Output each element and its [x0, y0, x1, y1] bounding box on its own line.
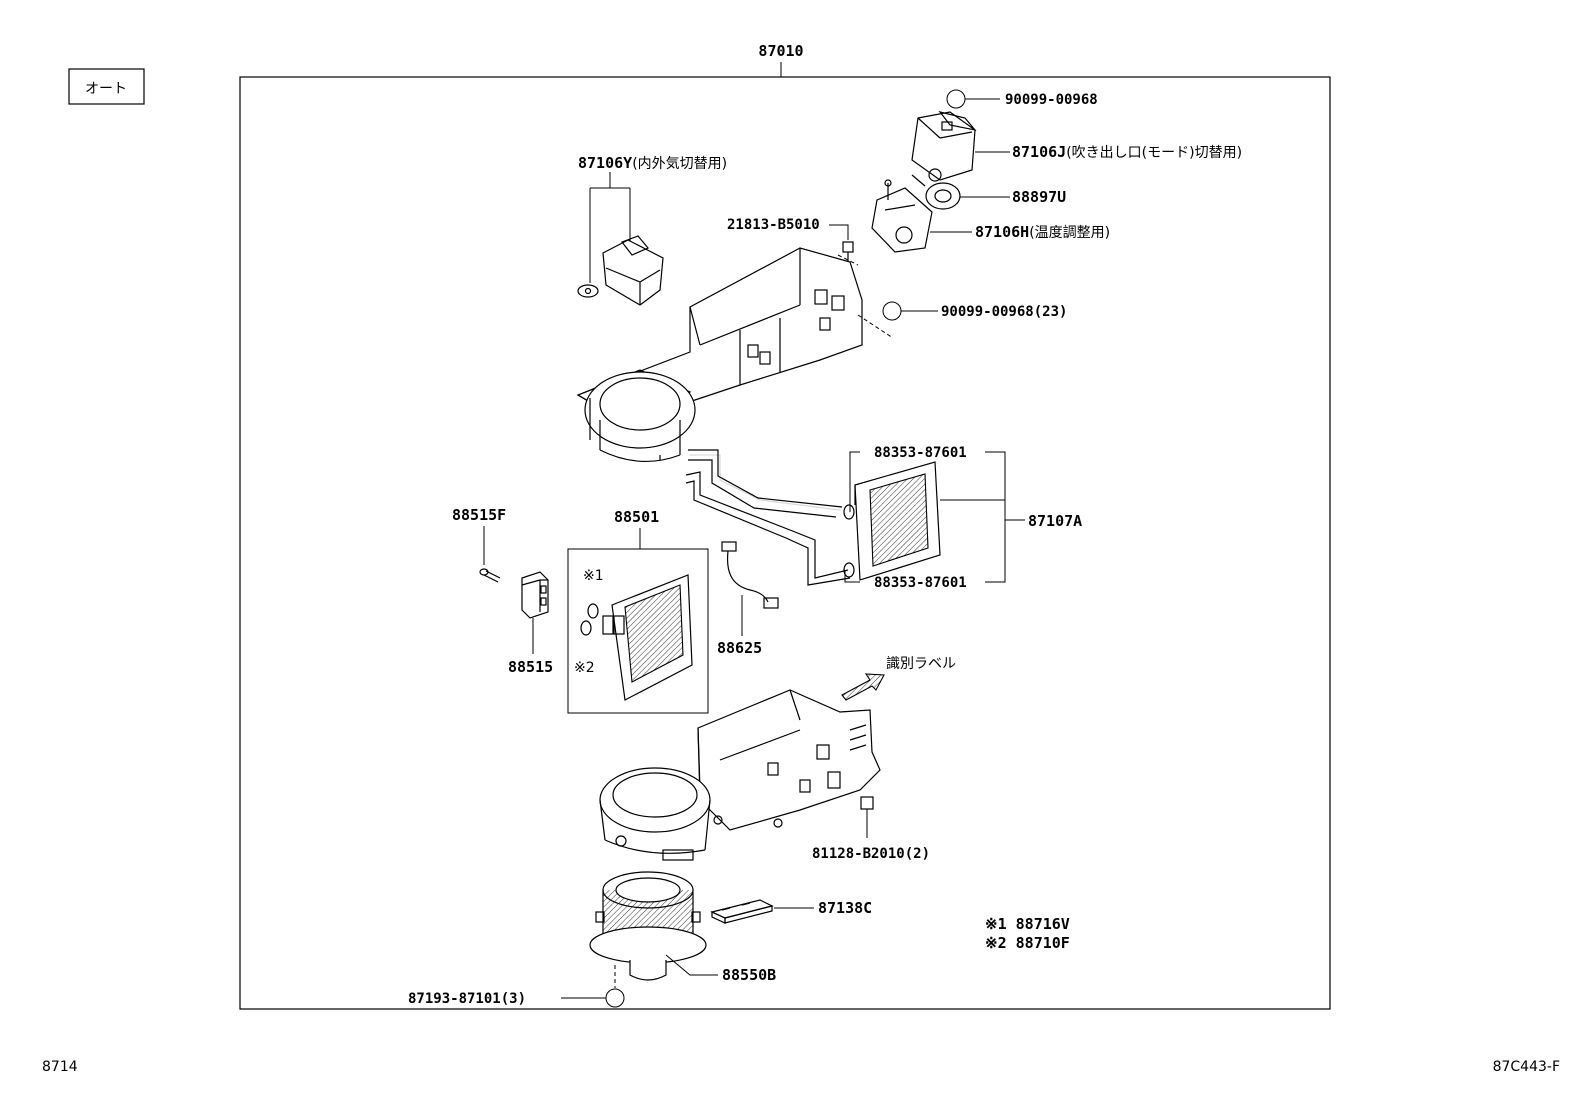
note-mark-1: ※1 [583, 568, 604, 584]
label-87107a: 87107A [1028, 512, 1082, 530]
resistor-87138c-illustration [710, 899, 774, 924]
footer-figure-id: 87C443-F [1493, 1059, 1560, 1075]
label-87193: 87193-87101(3) [408, 991, 526, 1007]
label-88353-bot: 88353-87601 [874, 575, 967, 591]
label-87106h: 87106H(温度調整用) [975, 223, 1110, 241]
o-ring-1 [587, 603, 599, 619]
auto-badge: オート [68, 68, 145, 105]
label-21813: 21813-B5010 [727, 217, 820, 233]
label-id-label: 識別ラベル [886, 656, 956, 672]
valve-88515-illustration [521, 571, 549, 619]
clip-21813-illustration [842, 241, 854, 262]
clip-81128-illustration [860, 796, 874, 810]
evaporator-frame [567, 548, 709, 714]
label-88353-top: 88353-87601 [874, 445, 967, 461]
legend-note-2: ※2 88710F [985, 934, 1070, 952]
s-screw-90099-mid: 90099-00968(23) [882, 301, 1067, 321]
label-88625: 88625 [717, 639, 762, 657]
bracket-87106y [589, 172, 631, 283]
label-88897u: 88897U [1012, 188, 1066, 206]
lower-case-illustration [599, 689, 881, 861]
footer-page-code: 8714 [42, 1059, 78, 1075]
bolt-88515f-illustration [479, 568, 501, 583]
s-screw-90099-top: 90099-00968 [946, 89, 1098, 109]
label-90099-top: 90099-00968 [1005, 92, 1098, 108]
note-mark-2: ※2 [574, 660, 595, 676]
label-87106y: 87106Y(内外気切替用) [578, 154, 727, 172]
label-88515f: 88515F [452, 506, 506, 524]
label-81128: 81128-B2010(2) [812, 846, 930, 862]
evaporator-88501-illustration [602, 574, 693, 701]
sensor-88625-illustration [721, 541, 779, 609]
label-88550b: 88550B [722, 966, 776, 984]
upper-case-illustration [576, 247, 863, 462]
heater-pipes-illustration [685, 449, 855, 586]
blower-motor-88550b-illustration [589, 871, 707, 981]
s-screw-87193 [561, 988, 625, 1008]
servo-87106y-illustration [577, 235, 664, 306]
auto-badge-text: オート [85, 81, 127, 97]
bracket-88353 [844, 451, 1025, 583]
label-88515: 88515 [508, 658, 553, 676]
label-87106j: 87106J(吹き出し口(モード)切替用) [1012, 143, 1242, 161]
assembly-number: 87010 [758, 42, 803, 60]
linkage-88897u-illustration [911, 174, 961, 210]
legend-note-1: ※1 88716V [985, 915, 1070, 933]
heater-core-87107a-illustration [854, 461, 941, 581]
label-90099-mid: 90099-00968(23) [941, 304, 1067, 320]
label-87138c: 87138C [818, 899, 872, 917]
servo-87106h-illustration [871, 179, 933, 253]
arrow-icon [841, 673, 885, 701]
servo-87106j-illustration [911, 111, 977, 182]
label-88501: 88501 [614, 508, 659, 526]
assembly-frame: 87010 [239, 42, 1331, 1010]
o-ring-2 [580, 620, 592, 636]
